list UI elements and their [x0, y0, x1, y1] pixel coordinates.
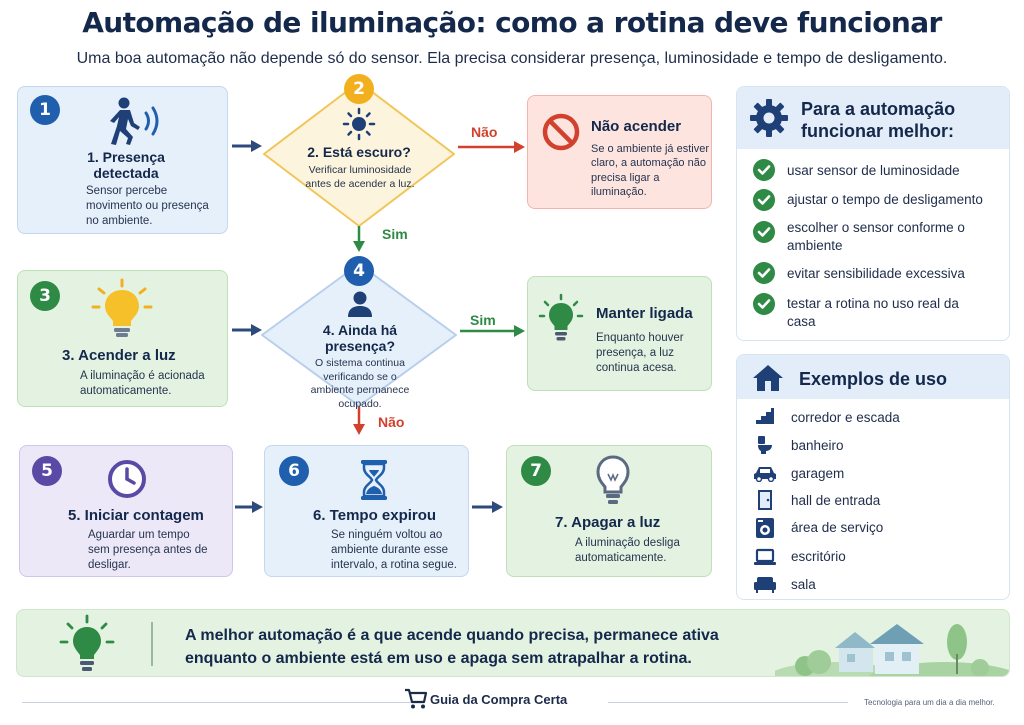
toilet-icon [758, 436, 772, 454]
no-label-2: Não [378, 414, 405, 430]
step-1-title: 1. Presença detectada [87, 149, 165, 182]
tips-title-line1: Para a automação [801, 99, 956, 119]
person-icon [348, 291, 372, 317]
step-7-card: 7 7. Apagar a luz A iluminação desliga a… [506, 445, 712, 577]
step-5-text: Aguardar um tempo sem presença antes de … [88, 529, 208, 571]
house-landscape-illustration [775, 624, 1009, 676]
no-label-1: Não [471, 124, 498, 140]
bottom-banner: A melhor automação é a que acende quando… [16, 609, 1010, 677]
arrow-4-to-6 [353, 407, 365, 435]
example-item: hall de entrada [791, 493, 881, 508]
car-icon [754, 467, 776, 482]
walking-person-motion-icon [110, 97, 159, 145]
check-icon [753, 293, 775, 315]
shopping-cart-icon [405, 688, 428, 709]
tip-item: evitar sensibilidade excessiva [787, 266, 965, 281]
prohibited-icon [542, 113, 580, 151]
step-1-text: Sensor percebe movimento ou presença no … [86, 185, 209, 227]
step-7-badge: 7 [521, 456, 551, 486]
step-3-card: 3 3. Acender a luz A iluminação é aciona… [17, 270, 228, 407]
tip-item: escolher o sensor conforme o ambiente [787, 220, 965, 253]
sun-icon [342, 107, 376, 141]
example-item: escritório [791, 549, 846, 564]
example-item: garagem [791, 466, 845, 481]
step-3-title: 3. Acender a luz [62, 347, 176, 364]
page-subtitle: Uma boa automação não depende só do sens… [76, 50, 948, 67]
stairs-icon [756, 408, 774, 424]
check-icon [753, 189, 775, 211]
arrow-2-to-4 [353, 226, 365, 252]
step-7-title: 7. Apagar a luz [555, 514, 661, 531]
gear-icon [750, 99, 788, 137]
yes-label-2: Sim [470, 312, 496, 328]
step-6-text: Se ninguém voltou ao ambiente durante es… [331, 529, 457, 571]
arrow-4-to-keep-on [460, 325, 525, 337]
no-light-card: Não acender Se o ambiente já estiver cla… [527, 95, 712, 209]
footer-line-left [22, 702, 414, 703]
tip-item: ajustar o tempo de desligamento [787, 192, 983, 207]
step-5-badge: 5 [32, 456, 62, 486]
no-light-title: Não acender [591, 118, 682, 135]
hourglass-icon [361, 460, 387, 500]
glowing-bulb-icon [59, 614, 115, 671]
no-light-text: Se o ambiente já estiver claro, a automa… [591, 143, 710, 198]
step-2-badge: 2 [344, 74, 374, 104]
step-1-badge: 1 [30, 95, 60, 125]
tips-title-line2: funcionar melhor: [801, 121, 955, 141]
arrow-5-to-6 [235, 501, 263, 513]
examples-title: Exemplos de uso [799, 369, 948, 389]
step-6-card: 6 6. Tempo expirou Se ninguém voltou ao … [264, 445, 469, 577]
banner-text: A melhor automação é a que acende quando… [185, 627, 719, 668]
step-5-card: 5 5. Iniciar contagem Aguardar um tempo … [19, 445, 233, 577]
example-item: área de serviço [791, 520, 884, 535]
step-4-diamond [261, 263, 457, 407]
check-icon [753, 159, 775, 181]
step-3-badge: 3 [30, 281, 60, 311]
yes-label-1: Sim [382, 226, 408, 242]
keep-on-title: Manter ligada [596, 305, 693, 322]
tip-item: usar sensor de luminosidade [787, 163, 960, 178]
step-1-card: 1 1. Presença detectada Sensor percebe m… [17, 86, 228, 234]
footer-brand: Guia da Compra Certa [430, 692, 568, 707]
keep-on-text: Enquanto houver presença, a luz continua… [596, 332, 684, 374]
footer-tagline: Tecnologia para um dia a dia melhor. [864, 698, 995, 707]
arrow-2-to-no-light [458, 141, 525, 153]
clock-icon [108, 460, 146, 498]
step-3-text: A iluminação é acionada automaticamente. [80, 370, 205, 397]
step-6-badge: 6 [279, 456, 309, 486]
step-4-text: O sistema continua verificando se o ambi… [310, 357, 410, 410]
example-item: sala [791, 577, 816, 592]
example-item: banheiro [791, 438, 844, 453]
washing-machine-icon [756, 518, 774, 538]
examples-panel-header [737, 355, 1009, 399]
check-icon [753, 221, 775, 243]
green-bulb-icon [538, 293, 584, 341]
arrow-6-to-7 [472, 501, 503, 513]
banner-divider [151, 622, 153, 666]
examples-panel: Exemplos de uso corredor e escada banhei… [736, 354, 1010, 600]
example-item: corredor e escada [791, 410, 900, 425]
step-2-title: 2. Está escuro? [307, 144, 411, 160]
page-title: Automação de iluminação: como a rotina d… [82, 6, 942, 39]
sofa-icon [754, 577, 776, 593]
arrow-3-to-4 [232, 324, 262, 336]
laptop-icon [754, 548, 776, 565]
tips-panel: Para a automação funcionar melhor: usar … [736, 86, 1010, 341]
house-icon [753, 365, 783, 391]
door-icon [758, 490, 772, 510]
tip-item: testar a rotina no uso real da casa [787, 296, 959, 329]
step-6-title: 6. Tempo expirou [313, 507, 437, 524]
arrow-1-to-2 [232, 140, 262, 152]
footer-line-right [608, 702, 848, 703]
keep-on-card: Manter ligada Enquanto houver presença, … [527, 276, 712, 391]
step-4-title: 4. Ainda há presença? [322, 322, 398, 355]
step-2-text: Verificar luminosidade antes de acender … [305, 164, 415, 190]
step-4-badge: 4 [344, 256, 374, 286]
step-7-text: A iluminação desliga automaticamente. [575, 537, 680, 564]
step-5-title: 5. Iniciar contagem [68, 507, 204, 524]
off-bulb-icon [596, 455, 630, 504]
check-icon [753, 262, 775, 284]
lit-bulb-icon [91, 278, 153, 337]
